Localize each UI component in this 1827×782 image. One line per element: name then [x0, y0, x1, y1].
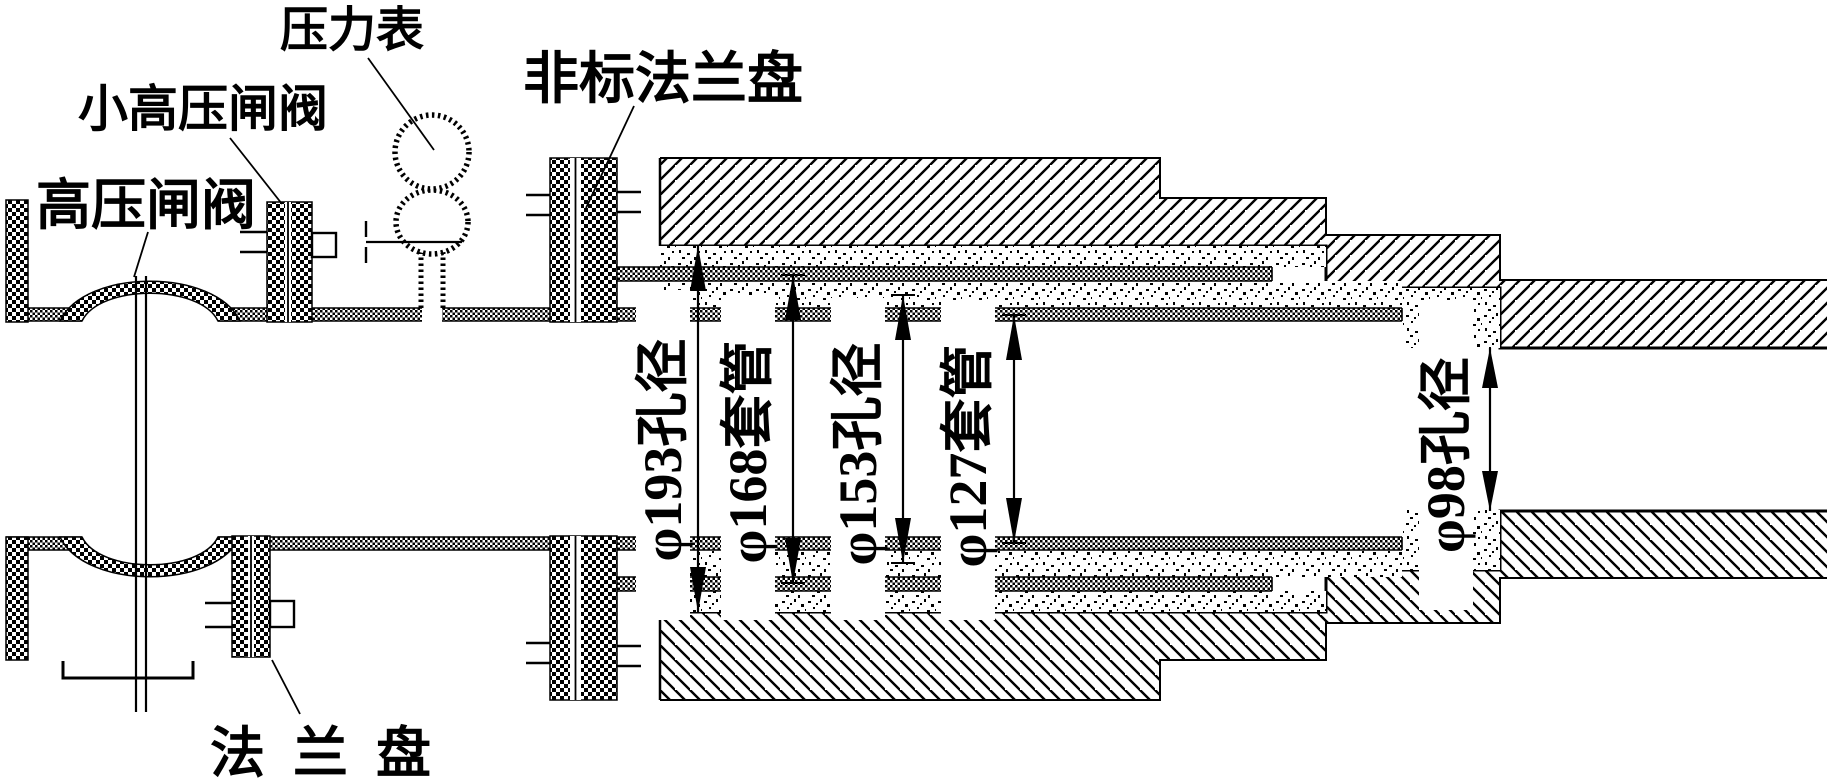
dim-168-ticks: [781, 274, 805, 584]
dim-98-arrow-up: [1482, 348, 1498, 388]
dim-193-arrow-up: [690, 246, 706, 291]
dim-168-arrow-down: [785, 538, 801, 583]
dim-127-text-mask: [941, 300, 995, 620]
casing-168-edges: [600, 266, 1273, 592]
valve-support-bracket: [61, 661, 195, 680]
dim-98-text-mask: [1419, 300, 1473, 610]
rock-band-lower-2: [1160, 612, 1326, 660]
cement-annulus-upper-1: [660, 246, 1326, 267]
nonstandard-flange-lower-bolts: [526, 641, 641, 668]
dim-98-arrow-down: [1482, 471, 1498, 511]
bottom-flange-body: [205, 535, 296, 658]
gauge-bulb: [393, 187, 471, 257]
gauge-riser-opening: [422, 306, 442, 322]
leader-lines: [133, 57, 635, 715]
bottom-flange-bolt-ticks: [205, 601, 232, 629]
casing-127-edges: [6, 307, 1403, 551]
rock-band-upper-4: [1500, 280, 1827, 348]
dim-153-text-mask: [831, 298, 885, 620]
dim-153-label: φ153孔径: [828, 343, 888, 566]
leader-nonstandard-flange: [585, 105, 635, 209]
label-flange: 法兰盘: [210, 723, 459, 782]
dim-127-label: φ127套管: [938, 345, 998, 568]
casing-127-wall-upper: [6, 308, 1402, 321]
dim-193-arrow-down: [690, 567, 706, 612]
rock-band-lower-3: [1326, 570, 1500, 623]
small-valve-bolt-ticks: [240, 230, 267, 254]
small-valve-nut: [310, 231, 338, 259]
casing-168-wall-upper: [600, 267, 1272, 281]
bottom-flange-nut: [268, 599, 296, 629]
rock-band-upper-1: [660, 158, 1160, 246]
cement-annulus-upper-2: [660, 281, 1402, 307]
dim-98-label: φ98孔径: [1416, 357, 1476, 553]
dim-127-arrow-up: [1006, 315, 1022, 360]
rock-band-lower-4: [1500, 511, 1827, 578]
dim-193-label: φ193孔径: [633, 339, 693, 562]
dim-153-ticks: [891, 294, 915, 564]
pipe-end-flanges-left: [5, 199, 29, 661]
leader-small-valve: [229, 137, 283, 205]
gauge-dial: [392, 112, 472, 192]
nonstandard-flange-upper-bolts: [526, 190, 641, 217]
label-non-standard-flange: 非标法兰盘: [523, 49, 803, 111]
rock-outer-edge-upper: [660, 157, 1827, 281]
dimension-168: φ168套管: [718, 274, 805, 620]
gauge-riser: [418, 252, 446, 308]
non-standard-flange-body: [526, 157, 641, 701]
dim-193-text-mask: [636, 290, 690, 620]
dim-153-arrow-down: [895, 518, 911, 563]
cement-sheath: [660, 246, 1500, 612]
hp-gate-valve-body: [58, 276, 242, 712]
leader-bottom-flange: [271, 659, 301, 715]
rock-band-lower-1: [660, 612, 1160, 700]
dim-127-arrow-down: [1006, 498, 1022, 543]
dimension-98: φ98孔径: [1416, 300, 1498, 610]
valve-dome-upper: [58, 280, 242, 322]
label-small-hp-gate-valve: 小高压闸阀: [78, 81, 328, 137]
rock-outer-edge-lower: [660, 577, 1827, 701]
dim-168-arrow-up: [785, 275, 801, 320]
rock-strata-upper: [658, 157, 1827, 350]
dim-168-label: φ168套管: [718, 341, 778, 564]
dim-127-ticks: [1002, 314, 1026, 544]
small-hp-gate-valve-body: [240, 201, 338, 323]
leader-pressure-gauge: [367, 57, 435, 151]
valve-opening-lower: [82, 535, 218, 552]
pressure-gauge-body: [364, 112, 472, 308]
valve-stem: [134, 276, 148, 712]
leader-hp-valve: [133, 231, 149, 278]
dim-153-arrow-up: [895, 295, 911, 340]
casing-127-and-surface-pipe: [6, 307, 1403, 551]
dimension-153: φ153孔径: [828, 294, 915, 620]
rock-band-upper-3: [1326, 235, 1500, 288]
nonstandard-flange-upper: [549, 157, 618, 323]
rock-band-upper-2: [1160, 198, 1326, 246]
label-hp-gate-valve: 高压闸阀: [36, 175, 256, 236]
dim-168-text-mask: [721, 295, 775, 620]
nonstandard-flange-lower: [549, 535, 618, 701]
cement-annulus-lower-2: [660, 551, 1402, 577]
rock-strata-lower: [658, 509, 1827, 701]
dimension-193: φ193孔径: [633, 246, 706, 620]
casing-127-wall-lower: [6, 537, 1402, 550]
left-end-plate-lower: [5, 536, 29, 661]
valve-opening-upper: [82, 306, 218, 323]
dimension-127: φ127套管: [938, 300, 1026, 620]
left-end-plate-upper: [5, 199, 29, 323]
label-pressure-gauge: 压力表: [280, 4, 424, 57]
